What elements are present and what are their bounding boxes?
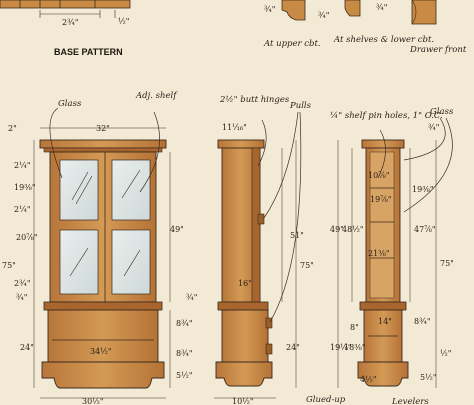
dim-front-2-3-4: 2¾": [14, 279, 31, 288]
dim-sec-1-2: ½": [440, 349, 451, 358]
callout-glued-up: Glued-up: [306, 395, 346, 405]
dim-sec-19-7-8: 19⅞": [370, 195, 392, 204]
callout-glass-left: Glass: [58, 99, 82, 109]
dim-front-2: 2": [8, 124, 17, 133]
dim-sec-47-7-8: 47⅞": [414, 225, 436, 234]
callout-levelers: Levelers: [391, 397, 429, 405]
dim-sec-8-3-4: 8¾": [414, 317, 431, 326]
side-view-cabinet: [214, 139, 276, 399]
callout-adj-shelf: Adj. shelf: [135, 91, 178, 101]
dim-sec-19-3-8: 19⅜": [412, 185, 434, 194]
dim-mold-3-4-b: ¾": [318, 11, 329, 20]
dim-side-24: 24": [286, 343, 300, 352]
callout-glass-right: Glass: [430, 107, 454, 117]
dim-sec-3-4: ¾": [428, 123, 439, 132]
dim-front-5-1-2: 5½": [176, 371, 193, 380]
molding-drawer-label: Drawer front: [409, 45, 467, 55]
dim-front-30-1-2: 30½": [82, 397, 104, 405]
dim-sec-21-3-8: 21⅜": [368, 249, 390, 258]
dim-front-20-7-8: 20⅞": [16, 233, 38, 242]
dim-front-49: 49": [170, 225, 184, 234]
dim-front-2-1-4-b: 2¼": [14, 205, 31, 214]
base-pattern-title: BASE PATTERN: [54, 47, 123, 57]
dim-front-width: 32": [96, 124, 110, 133]
dim-side-16: 16": [238, 279, 252, 288]
dim-sec-8: 8": [350, 323, 359, 332]
dim-front-75: 75": [2, 261, 16, 270]
dim-front-24: 24": [20, 343, 34, 352]
dim-front-8-3-4-a: 8¾": [176, 319, 193, 328]
callout-butt-hinges: 2½" butt hinges: [219, 94, 290, 105]
dim-front-2-1-4-a: 2¼": [14, 161, 31, 170]
base-pattern-drawing: [0, 0, 131, 18]
dim-side-75: 75": [300, 261, 314, 270]
dim-front-8-3-4-b: 8¾": [176, 349, 193, 358]
molding-profiles: [281, 0, 437, 25]
callout-shelf-pin: ¼" shelf pin holes, 1" O.C.: [330, 110, 443, 121]
dim-mold-3-4-a: ¾": [264, 5, 275, 14]
dim-front-19-3-8: 19⅜": [14, 183, 36, 192]
dim-sec-19-1-8: 19⅛": [330, 343, 352, 352]
molding-upper-label: At upper cbt.: [263, 39, 321, 49]
dim-front-34-1-2: 34½": [90, 347, 112, 356]
dim-base-1-2: ½": [118, 17, 129, 26]
dim-mold-3-4-c: ¾": [376, 3, 387, 12]
dim-sec-10-7-8: 10⅞": [368, 171, 390, 180]
section-view-cabinet: [357, 139, 409, 387]
dim-sec-75: 75": [440, 259, 454, 268]
dim-side-51: 51": [290, 231, 304, 240]
dim-base-2-3-4: 2¾": [62, 18, 79, 27]
callout-pulls: Pulls: [289, 101, 312, 111]
dim-side-11-1-16: 11⅟₁₆": [222, 123, 247, 132]
dim-sec-5-1-2: 5½": [420, 373, 437, 382]
dim-sec-48-1-2: 48½": [342, 225, 364, 234]
dim-sec-49: 49": [330, 225, 344, 234]
front-view-cabinet: [39, 139, 167, 399]
molding-shelves-label: At shelves & lower cbt.: [333, 35, 434, 45]
dim-front-3-4: ¾": [16, 293, 27, 302]
dim-sec-4-1-2: 4½": [360, 375, 377, 384]
dim-side-10-1-2: 10½": [232, 397, 254, 405]
dim-sec-18-3-8: 18⅜": [344, 343, 366, 352]
dim-sec-14: 14": [378, 317, 392, 326]
dim-front-3-4-bot: ¾": [186, 293, 197, 302]
